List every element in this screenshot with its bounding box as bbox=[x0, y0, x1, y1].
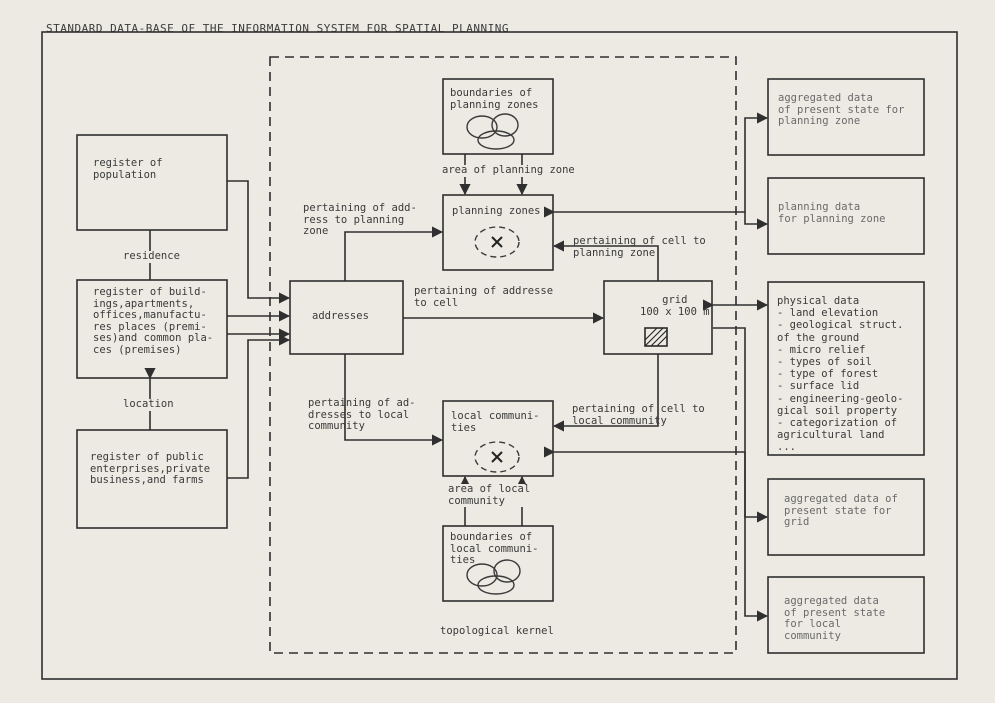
boundaries-local-label: boundaries of local communi- ties bbox=[450, 531, 539, 566]
enterprises-label: register of public enterprises,private b… bbox=[90, 451, 211, 486]
grid-cell-icon bbox=[644, 327, 668, 347]
residence-label: residence bbox=[120, 250, 183, 263]
planning-zones-label: planning zones bbox=[452, 205, 541, 217]
grid-label: grid 100 x 100 m bbox=[640, 294, 710, 318]
local-communities-label: local communi- ties bbox=[451, 410, 540, 434]
agg-local-label: aggregated data of present state for loc… bbox=[784, 595, 886, 642]
cross-icon bbox=[491, 236, 503, 248]
area-planning-label: area of planning zone bbox=[440, 164, 577, 177]
cell-local-label: pertaining of cell to local community bbox=[572, 403, 705, 427]
planning-data-label: planning data for planning zone bbox=[778, 201, 886, 225]
outer-frame bbox=[41, 31, 958, 680]
boundaries-planning-label: boundaries of planning zones bbox=[450, 87, 539, 111]
box-population bbox=[76, 134, 228, 231]
population-label: register of population bbox=[93, 157, 163, 181]
communities-blob-icon bbox=[466, 559, 521, 595]
address-planning-label: pertaining of add- ress to planning zone bbox=[303, 202, 417, 237]
planning-zone-icon bbox=[474, 226, 520, 258]
zones-blob-icon bbox=[466, 113, 519, 150]
address-local-label: pertaining of ad- dresses to local commu… bbox=[308, 397, 416, 432]
buildings-label: register of build- ings,apartments, offi… bbox=[93, 286, 214, 356]
addresses-label: addresses bbox=[312, 310, 369, 322]
box-enterprises bbox=[76, 429, 228, 529]
location-label: location bbox=[120, 398, 177, 411]
box-physical bbox=[767, 281, 925, 456]
kernel-label: topological kernel bbox=[440, 625, 554, 637]
address-cell-label: pertaining of addresse to cell bbox=[414, 285, 554, 309]
agg-planning-label: aggregated data of present state for pla… bbox=[778, 92, 905, 127]
cross-icon bbox=[491, 451, 503, 463]
area-local-label: area of local community bbox=[446, 483, 533, 507]
agg-grid-label: aggregated data of present state for gri… bbox=[784, 493, 898, 528]
kernel-frame bbox=[269, 56, 737, 654]
physical-label: physical data - land elevation - geologi… bbox=[777, 295, 904, 454]
local-community-icon bbox=[474, 441, 520, 473]
cell-planning-label: pertaining of cell to planning zone bbox=[573, 235, 706, 259]
